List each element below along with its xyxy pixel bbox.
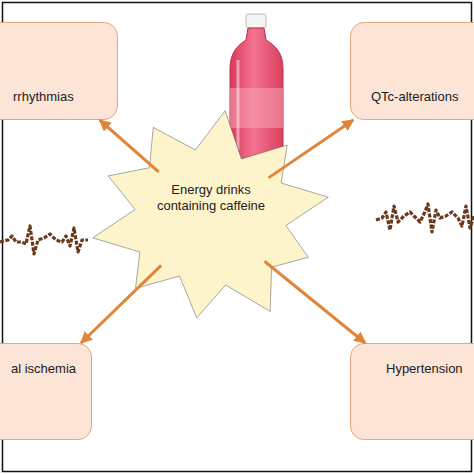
arrow-connector xyxy=(269,120,354,178)
bottle-illustration xyxy=(230,14,283,168)
effect-box: rrhythmias xyxy=(0,22,118,120)
center-label: Energy drinks containing caffeine xyxy=(156,182,266,214)
effect-label: rrhythmias xyxy=(13,89,74,105)
starburst-node: Energy drinks containing caffeine xyxy=(88,110,333,325)
arrow-connector xyxy=(81,265,161,343)
ecg-trace xyxy=(376,204,474,232)
starburst-shape xyxy=(88,110,333,325)
effect-label: al ischemia xyxy=(11,361,76,377)
starburst-outline xyxy=(93,111,329,318)
effect-box: Hypertension xyxy=(350,343,474,440)
effect-label: QTc-alterations xyxy=(371,89,458,105)
effect-box: QTc-alterations xyxy=(350,22,474,120)
effect-box: al ischemia xyxy=(0,343,92,440)
arrow-connector xyxy=(264,261,365,343)
arrow-connector xyxy=(100,120,159,172)
ecg-trace xyxy=(0,226,88,254)
effect-label: Hypertension xyxy=(386,361,463,377)
